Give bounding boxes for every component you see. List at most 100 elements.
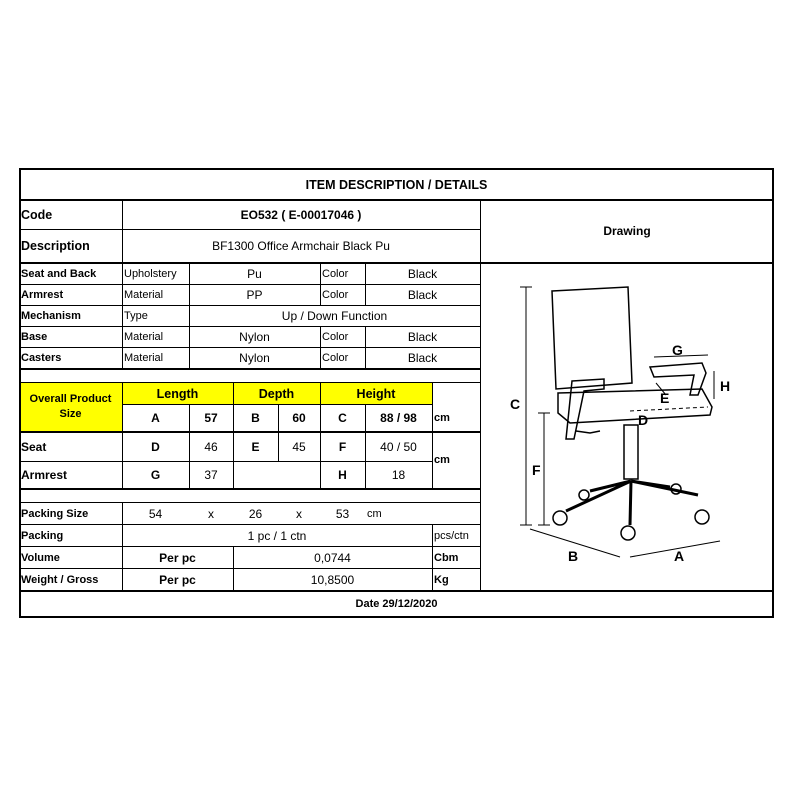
size-key: D	[151, 439, 160, 454]
component-value: Pu	[247, 266, 262, 281]
divider	[19, 431, 480, 433]
dim-label-c: C	[510, 396, 520, 412]
code-label: Code	[21, 207, 53, 222]
divider	[365, 404, 366, 488]
size-header-height: Height	[356, 386, 396, 401]
base-star	[565, 479, 699, 526]
divider	[122, 199, 123, 369]
packing-depth: 26	[248, 506, 263, 521]
packing-sep: x	[296, 506, 302, 521]
size-value: 37	[204, 468, 218, 482]
dim-label-f: F	[532, 462, 541, 478]
packing-unit: cm	[367, 507, 382, 520]
component-attr: Type	[124, 310, 148, 322]
drawing-label: Drawing	[603, 224, 651, 238]
size-header-highlight	[20, 382, 433, 404]
armrest-left	[565, 378, 605, 440]
code-value: EO532 ( E-00017046 )	[240, 207, 362, 222]
size-key: A	[151, 411, 160, 425]
volume-unit: Cbm	[434, 551, 459, 564]
size-unit: cm	[434, 412, 450, 424]
caster	[694, 509, 710, 525]
divider	[19, 229, 480, 230]
caster	[552, 510, 568, 526]
divider	[480, 199, 481, 590]
divider	[19, 262, 774, 264]
component-value: PP	[246, 288, 263, 302]
component-color-label: Color	[322, 352, 349, 364]
description-value: BF1300 Office Armchair Black Pu	[212, 239, 390, 253]
divider	[19, 368, 480, 370]
weight-value: 10,8500	[310, 572, 355, 587]
divider	[365, 262, 366, 284]
component-value: Up / Down Function	[281, 309, 388, 323]
size-value: 57	[204, 411, 218, 425]
size-header-depth: Depth	[258, 386, 295, 401]
weight-unit: Kg	[434, 573, 449, 586]
divider	[320, 382, 321, 488]
size-key: H	[338, 468, 347, 482]
component-attr: Material	[124, 352, 164, 364]
component-color: Black	[407, 351, 438, 365]
size-key: C	[338, 411, 347, 425]
seat-label: Seat	[21, 439, 47, 454]
item-details-sheet	[19, 168, 774, 618]
volume-label: Volume	[21, 551, 60, 564]
weight-label: Weight / Gross	[21, 573, 99, 586]
component-part: Seat and Back	[21, 267, 97, 280]
component-attr: Upholstery	[124, 267, 177, 280]
size-value: 60	[292, 411, 306, 425]
component-part: Mechanism	[21, 310, 81, 322]
size-key: F	[338, 439, 347, 454]
packing-sep: x	[208, 506, 214, 521]
component-value: Nylon	[239, 351, 270, 365]
armrest-label: Armrest	[21, 468, 68, 482]
dim-label-d: D	[638, 412, 648, 428]
divider	[19, 382, 480, 383]
divider	[19, 546, 480, 547]
divider	[19, 461, 432, 462]
packing-height: 53	[335, 506, 350, 521]
component-color: Black	[407, 330, 438, 344]
component-color: Black	[407, 288, 438, 302]
size-value: 46	[204, 439, 218, 454]
seat-outline	[557, 388, 713, 424]
size-key: B	[251, 411, 260, 425]
weight-per: Per pc	[159, 572, 196, 587]
dim-label-h: H	[720, 378, 730, 394]
volume-per: Per pc	[159, 550, 196, 565]
divider	[19, 199, 774, 201]
packing-unit: pcs/ctn	[434, 529, 469, 542]
sheet-title: ITEM DESCRIPTION / DETAILS	[305, 177, 488, 192]
dim-label-b: B	[568, 548, 578, 564]
divider	[432, 382, 433, 488]
divider	[233, 546, 234, 590]
divider	[278, 404, 279, 461]
divider	[189, 262, 190, 368]
component-part: Base	[21, 331, 48, 343]
divider	[432, 524, 433, 590]
divider	[365, 284, 366, 305]
divider	[320, 326, 321, 368]
dim-label-a: A	[674, 548, 684, 564]
backrest-outline	[551, 286, 633, 390]
date-label: Date 29/12/2020	[355, 598, 438, 610]
component-value: Nylon	[239, 330, 270, 344]
size-value: 18	[391, 468, 406, 482]
mechanism-lever	[575, 430, 601, 434]
dim-label-e: E	[660, 390, 669, 406]
component-color: Black	[407, 266, 438, 281]
caster	[578, 489, 590, 501]
divider	[19, 590, 774, 592]
divider	[122, 382, 123, 488]
packing-label: Packing	[21, 529, 64, 542]
divider	[122, 404, 433, 405]
divider	[19, 347, 480, 348]
divider	[19, 326, 480, 327]
component-color-label: Color	[322, 267, 349, 280]
packing-value: 1 pc / 1 ctn	[247, 528, 307, 543]
divider	[320, 284, 321, 305]
divider	[19, 502, 480, 503]
description-label: Description	[21, 239, 90, 253]
divider	[189, 404, 190, 488]
